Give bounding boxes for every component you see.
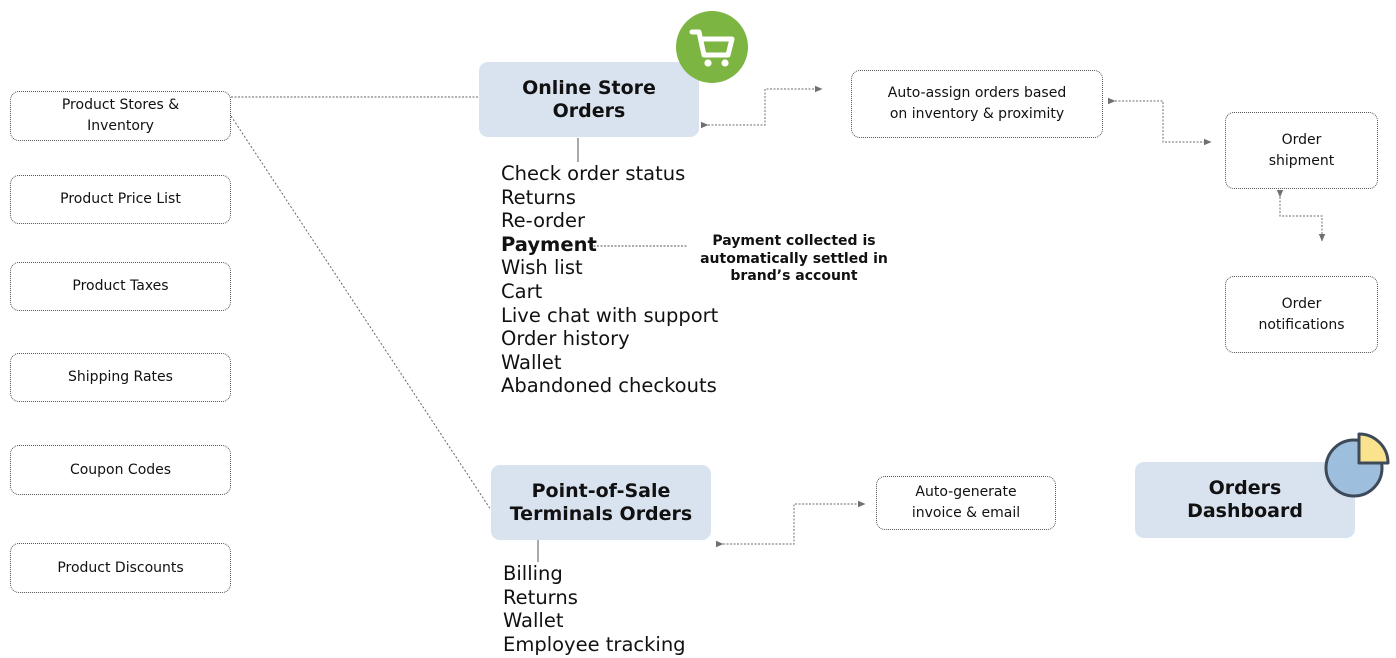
feature-employee-tracking: Employee tracking [503, 632, 686, 656]
connector-shipment-notifications [1276, 190, 1326, 242]
feature-returns: Returns [503, 585, 578, 609]
pos-feature-list: Billing Returns Wallet Employee tracking [503, 562, 686, 656]
product-taxes-box: Product Taxes [10, 262, 231, 311]
feature-live-chat: Live chat with support [501, 303, 719, 327]
product-stores-inventory-box: Product Stores &Inventory [10, 91, 231, 141]
shipping-rates-box: Shipping Rates [10, 353, 231, 402]
feature-wallet: Wallet [503, 609, 564, 633]
shopping-cart-icon [676, 11, 748, 83]
feature-billing: Billing [503, 562, 563, 585]
feature-payment: Payment [501, 232, 597, 256]
connector-autoassign-shipment [1108, 97, 1212, 146]
feature-order-history: Order history [501, 327, 630, 351]
feature-wallet: Wallet [501, 350, 562, 374]
online-store-feature-list: Check order status Returns Re-order Paym… [501, 162, 718, 398]
coupon-codes-box: Coupon Codes [10, 445, 231, 495]
feature-abandoned-checkouts: Abandoned checkouts [501, 374, 717, 398]
payment-note: Payment collected is automatically settl… [700, 233, 888, 284]
feature-returns: Returns [501, 185, 576, 209]
pie-chart-icon [1324, 432, 1390, 498]
feature-check-order-status: Check order status [501, 162, 686, 185]
product-price-list-box: Product Price List [10, 175, 231, 224]
connector-stores-pos [230, 115, 492, 511]
product-discounts-box: Product Discounts [10, 543, 231, 593]
feature-wish-list: Wish list [501, 256, 583, 280]
feature-re-order: Re-order [501, 209, 586, 233]
feature-cart: Cart [501, 279, 543, 303]
connector-online-autoassign [701, 85, 823, 129]
connector-pos-invoice [716, 500, 866, 548]
